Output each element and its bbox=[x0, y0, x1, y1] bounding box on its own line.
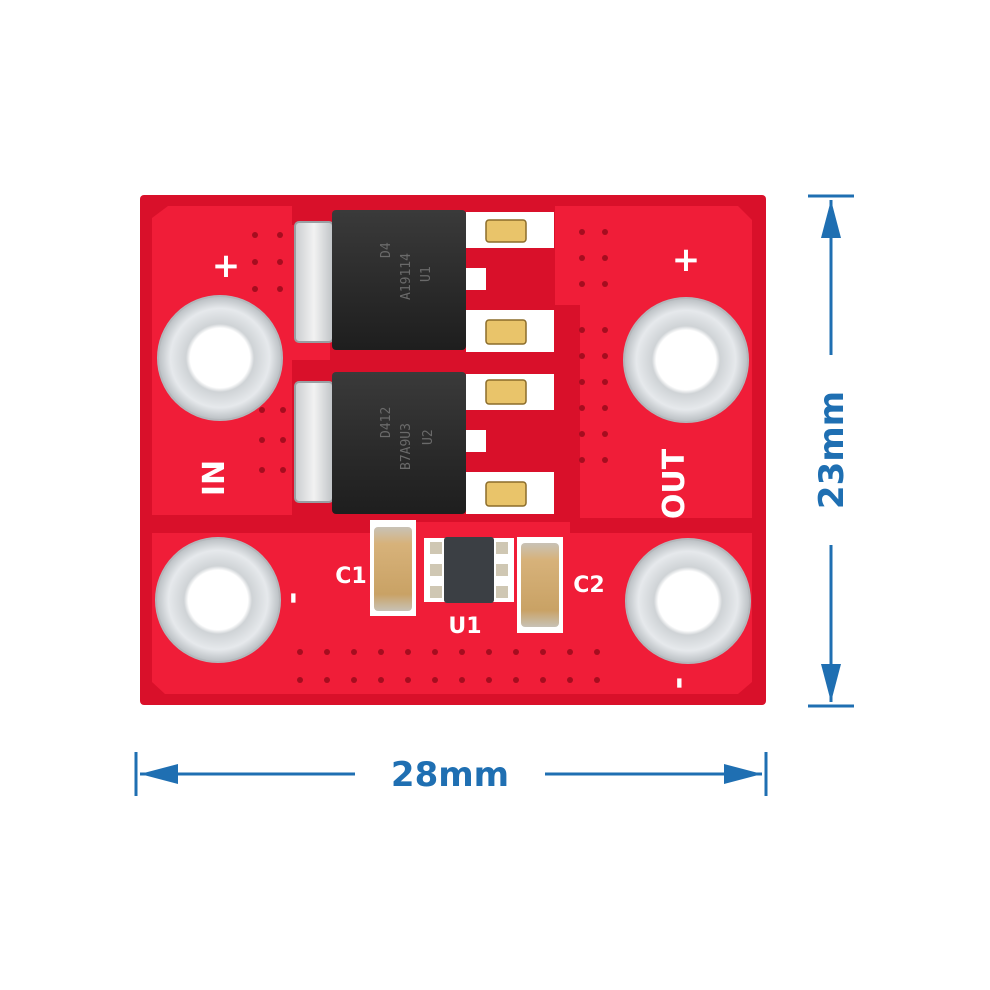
pcb-board: D4 A19114 U1 D412 B7A9U3 U2 bbox=[140, 195, 766, 705]
terminal-pad-in-plus bbox=[157, 295, 283, 421]
dimension-width bbox=[134, 752, 768, 796]
arrow-down-icon bbox=[821, 664, 841, 702]
dimension-height bbox=[808, 194, 854, 708]
arrow-right-icon bbox=[724, 764, 762, 784]
silk-out-plus: + bbox=[672, 240, 701, 280]
mosfet-top: D4 A19114 U1 bbox=[294, 210, 554, 352]
mosfet-bottom-ref: U2 bbox=[421, 429, 436, 445]
controller-ic-u1 bbox=[424, 537, 514, 603]
mosfet-bottom-tab bbox=[294, 381, 334, 503]
mosfet-bottom-body bbox=[332, 372, 466, 514]
copper-pour-top-right bbox=[470, 206, 752, 518]
mosfet-top-marking-1: D4 bbox=[379, 242, 394, 258]
silk-u1: U1 bbox=[448, 614, 481, 639]
mosfet-top-tab bbox=[294, 221, 334, 343]
terminal-pad-out-minus bbox=[625, 538, 751, 664]
silk-c1: C1 bbox=[335, 564, 366, 589]
silk-out-label: OUT bbox=[657, 448, 692, 519]
silk-c2: C2 bbox=[573, 573, 604, 598]
silk-in-minus: - bbox=[275, 592, 310, 604]
capacitor-c2 bbox=[517, 537, 563, 633]
arrow-left-icon bbox=[140, 764, 178, 784]
dimension-width-label: 28mm bbox=[391, 755, 509, 795]
capacitor-c1 bbox=[370, 520, 416, 616]
terminal-pad-out-plus bbox=[623, 297, 749, 423]
silk-out-minus: - bbox=[661, 677, 696, 689]
arrow-up-icon bbox=[821, 200, 841, 238]
terminal-pad-in-minus bbox=[155, 537, 281, 663]
dimension-height-label: 23mm bbox=[812, 391, 852, 509]
mosfet-top-ref: U1 bbox=[419, 266, 434, 282]
mosfet-bottom: D412 B7A9U3 U2 bbox=[294, 372, 554, 514]
silk-in-label: IN bbox=[197, 460, 232, 496]
mosfet-bottom-marking-2: B7A9U3 bbox=[399, 423, 414, 470]
silk-in-plus: + bbox=[212, 246, 241, 286]
mosfet-top-marking-2: A19114 bbox=[399, 253, 414, 300]
mosfet-bottom-marking-1: D412 bbox=[379, 407, 394, 438]
mosfet-top-body bbox=[332, 210, 466, 350]
via-grid bbox=[252, 229, 608, 683]
